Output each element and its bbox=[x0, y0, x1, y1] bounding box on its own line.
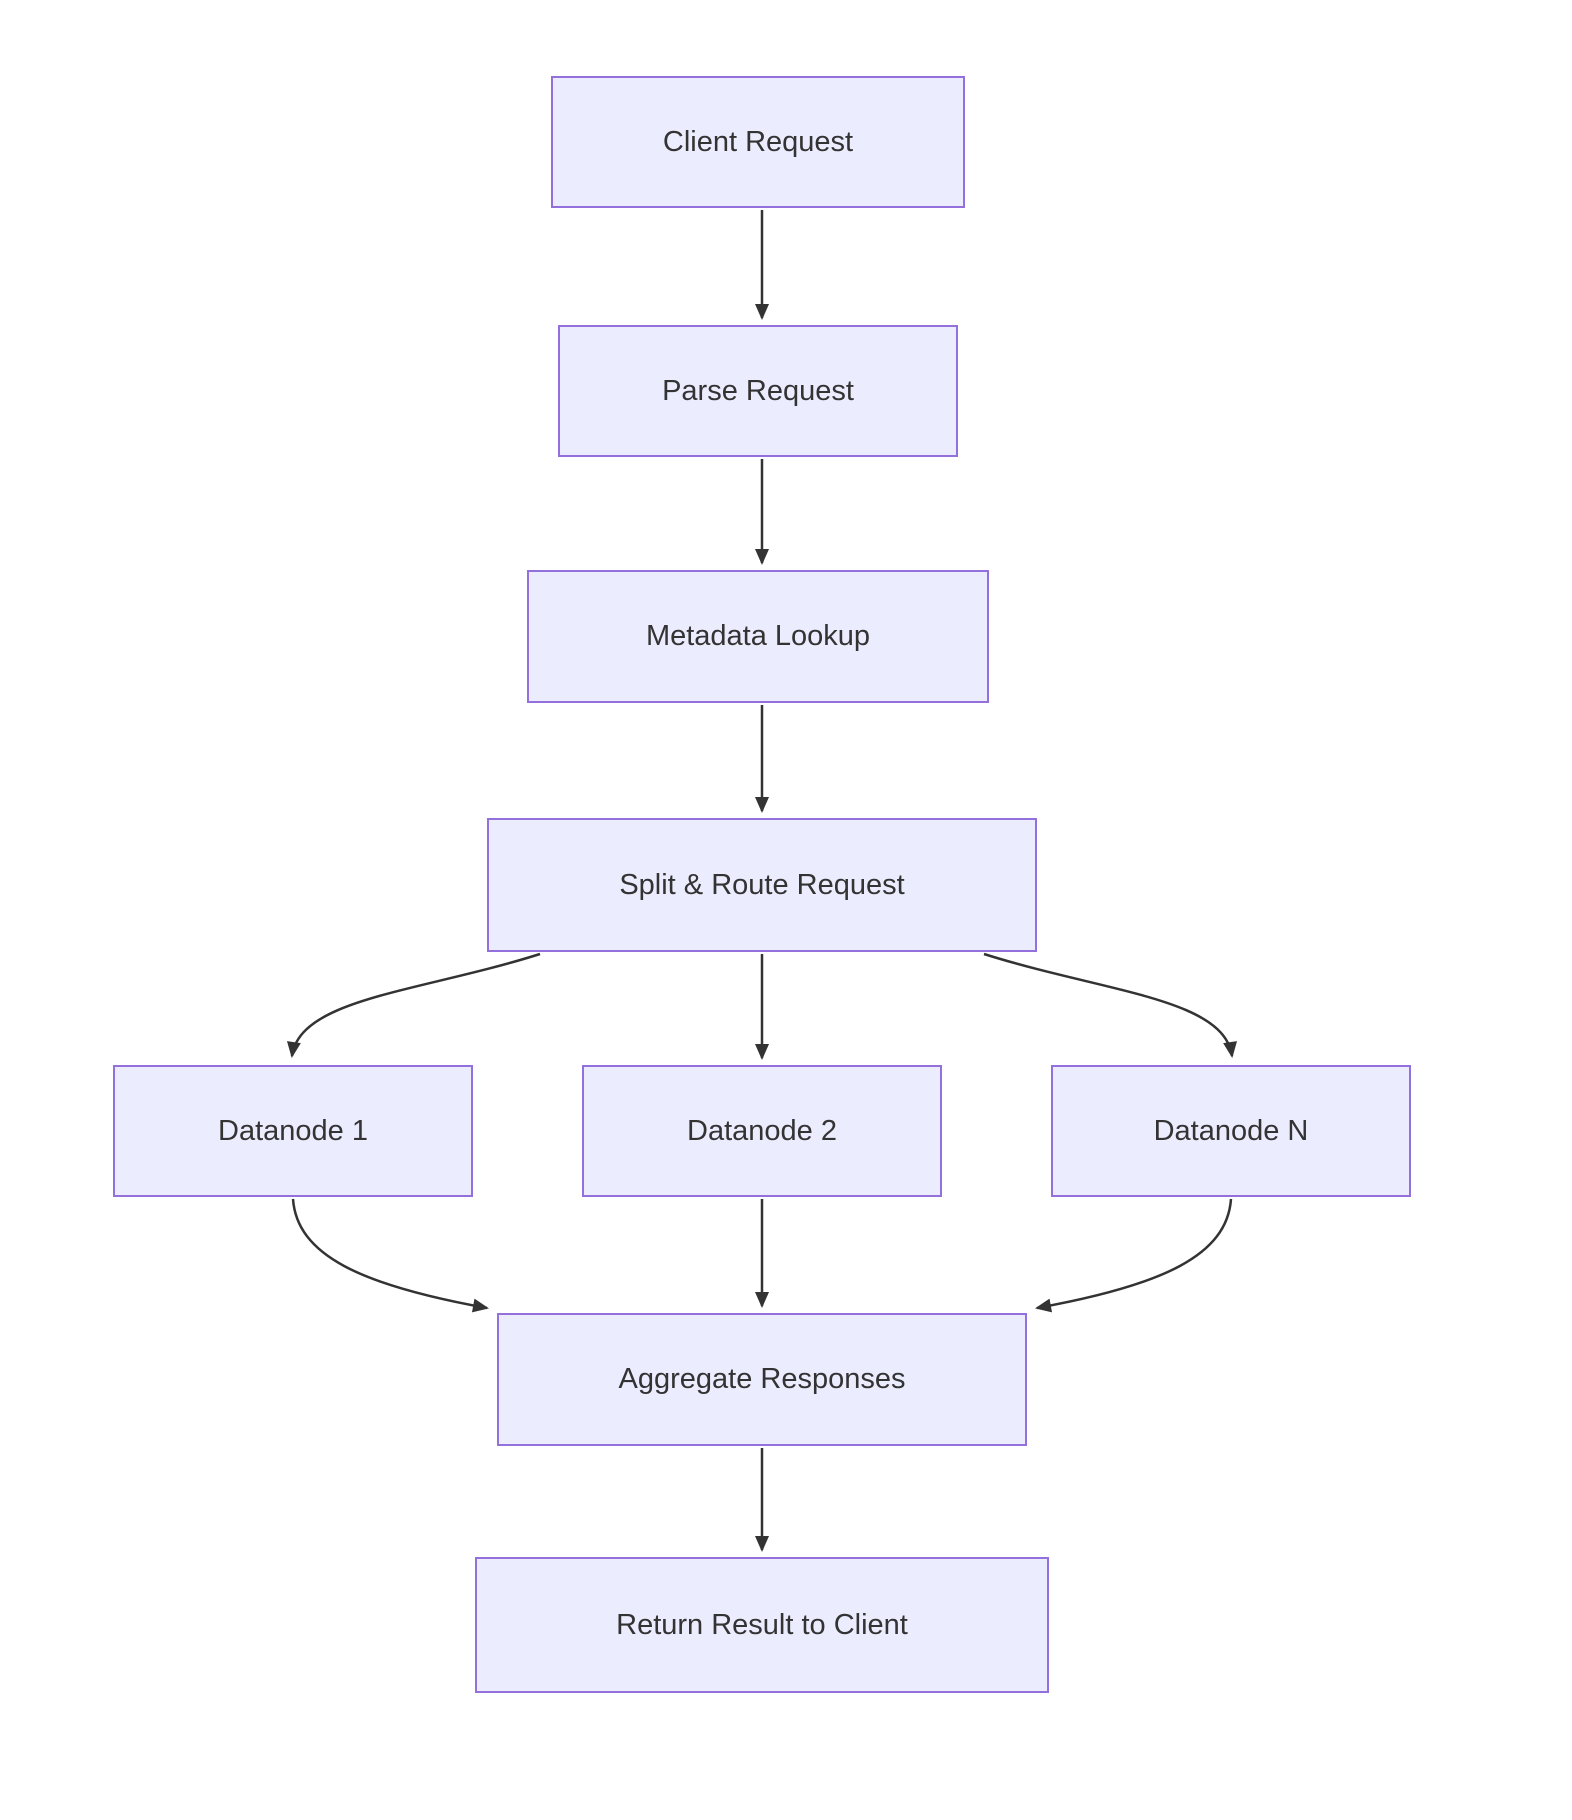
edge-split-to-datanodeN bbox=[983, 952, 1237, 1058]
node-label-client-request: Client Request bbox=[662, 125, 854, 158]
node-label-split-route-request: Split & Route Request bbox=[619, 868, 905, 901]
node-label-metadata-lookup: Metadata Lookup bbox=[645, 620, 871, 653]
flowchart-node-client-request: Client Request bbox=[551, 76, 965, 208]
flowchart-node-aggregate-responses: Aggregate Responses bbox=[497, 1313, 1027, 1446]
node-label-aggregate-responses: Aggregate Responses bbox=[618, 1363, 906, 1396]
node-label-parse-request: Parse Request bbox=[662, 374, 854, 407]
node-label-datanode-1: Datanode 1 bbox=[218, 1114, 368, 1147]
edge-split-to-datanode1 bbox=[287, 952, 541, 1058]
flowchart-node-split-route-request: Split & Route Request bbox=[487, 818, 1037, 952]
flowchart-node-datanode-1: Datanode 1 bbox=[113, 1065, 473, 1197]
node-label-datanode-2: Datanode 2 bbox=[687, 1114, 837, 1147]
flowchart-node-return-result-to-client: Return Result to Client bbox=[475, 1557, 1049, 1693]
flowchart-node-parse-request: Parse Request bbox=[558, 325, 958, 457]
node-label-datanode-n: Datanode N bbox=[1153, 1114, 1309, 1147]
flowchart-node-datanode-n: Datanode N bbox=[1051, 1065, 1411, 1197]
flowchart-node-metadata-lookup: Metadata Lookup bbox=[527, 570, 989, 703]
edge-datanodeN-to-aggregate bbox=[1035, 1198, 1233, 1313]
edge-datanode1-to-aggregate bbox=[291, 1198, 489, 1313]
node-label-return-result-to-client: Return Result to Client bbox=[616, 1608, 908, 1641]
flowchart-node-datanode-2: Datanode 2 bbox=[582, 1065, 942, 1197]
